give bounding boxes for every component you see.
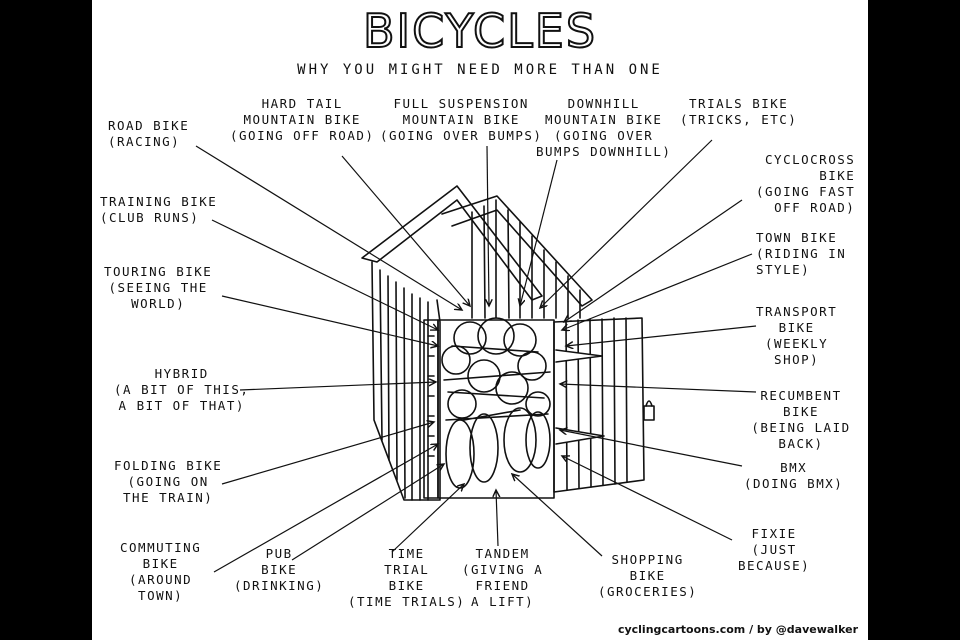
label-transport: TRANSPORT BIKE(WEEKLY SHOP)	[756, 304, 837, 368]
leader-folding	[221, 422, 434, 485]
label-fixie-desc: (JUST BECAUSE)	[738, 542, 811, 573]
label-downhill: DOWNHILL MOUNTAIN BIKE(GOING OVER BUMPS …	[536, 96, 671, 160]
leader-shopping	[512, 474, 603, 557]
label-road-bike: ROAD BIKE(RACING)	[108, 118, 189, 150]
label-tandem-desc: (GIVING A FRIEND A LIFT)	[462, 562, 544, 609]
leader-transport	[566, 325, 757, 346]
leader-tandem	[496, 490, 498, 547]
label-hard-tail-desc: (GOING OFF ROAD)	[230, 128, 375, 143]
label-downhill-name: DOWNHILL MOUNTAIN BIKE	[545, 96, 663, 127]
label-trials-name: TRIALS BIKE	[689, 96, 789, 111]
label-recumbent-name: RECUMBENT BIKE	[760, 388, 842, 419]
shed-door-left	[423, 319, 439, 499]
shed-illustration	[195, 139, 757, 573]
label-pub-name: PUB BIKE	[261, 546, 298, 577]
leader-cyclocross	[564, 199, 743, 322]
label-shopping-name: SHOPPING BIKE	[611, 552, 684, 583]
label-touring-desc: (SEEING THE WORLD)	[108, 280, 208, 311]
leader-training	[211, 219, 438, 330]
label-hard-tail: HARD TAIL MOUNTAIN BIKE(GOING OFF ROAD)	[230, 96, 374, 144]
label-transport-desc: (WEEKLY SHOP)	[765, 336, 829, 367]
shed-side-wall	[371, 261, 441, 501]
leader-town	[562, 253, 753, 330]
label-pub-desc: (DRINKING)	[234, 578, 325, 593]
leader-full-suspension	[487, 145, 489, 306]
label-time-trial-desc: (TIME TRIALS)	[348, 594, 466, 609]
leader-recumbent	[560, 384, 757, 393]
label-bmx-name: BMX	[780, 460, 808, 475]
shed-roof-right	[441, 195, 593, 307]
label-trials-desc: (TRICKS, ETC)	[680, 112, 798, 127]
label-fixie-name: FIXIE	[751, 526, 797, 541]
leader-downhill	[520, 159, 558, 306]
page-subtitle: WHY YOU MIGHT NEED MORE THAN ONE	[297, 62, 663, 78]
label-folding-name: FOLDING BIKE	[114, 458, 223, 473]
label-trials: TRIALS BIKE(TRICKS, ETC)	[680, 96, 797, 128]
label-commuting: COMMUTING BIKE(AROUND TOWN)	[120, 540, 201, 604]
label-recumbent: RECUMBENT BIKE(BEING LAID BACK)	[734, 388, 868, 452]
shed-roof-left	[361, 185, 543, 301]
label-full-suspension-name: FULL SUSPENSION MOUNTAIN BIKE	[393, 96, 529, 127]
leader-time-trial	[391, 484, 464, 553]
label-downhill-desc: (GOING OVER BUMPS DOWNHILL)	[536, 128, 672, 159]
leader-hybrid	[239, 382, 436, 391]
leader-trials	[540, 139, 713, 308]
label-commuting-name: COMMUTING BIKE	[120, 540, 202, 571]
page-title: BICYCLES	[362, 3, 598, 59]
label-recumbent-desc: (BEING LAID BACK)	[751, 420, 851, 451]
label-hybrid: HYBRID(A BIT OF THIS, A BIT OF THAT)	[114, 366, 249, 414]
shed-door-right	[553, 317, 645, 493]
label-cyclocross-desc: (GOING FAST OFF ROAD)	[756, 184, 856, 215]
bike-pile	[441, 317, 551, 489]
credit-line: cyclingcartoons.com / by @davewalker	[617, 623, 858, 636]
leader-touring	[221, 295, 438, 346]
label-touring: TOURING BIKE(SEEING THE WORLD)	[104, 264, 212, 312]
label-cyclocross: CYCLOCROSS BIKE(GOING FAST OFF ROAD)	[756, 152, 855, 216]
label-full-suspension-desc: (GOING OVER BUMPS)	[380, 128, 543, 143]
label-bmx: BMX(DOING BMX)	[744, 460, 843, 492]
label-tandem-name: TANDEM	[475, 546, 530, 561]
leader-hard-tail	[341, 155, 470, 306]
label-town-desc: (RIDING IN STYLE)	[756, 246, 847, 277]
label-fixie: FIXIE(JUST BECAUSE)	[738, 526, 810, 574]
leader-bmx	[560, 430, 743, 467]
label-hybrid-desc: (A BIT OF THIS, A BIT OF THAT)	[114, 382, 250, 413]
label-road-bike-name: ROAD BIKE	[108, 118, 190, 133]
label-town-name: TOWN BIKE	[756, 230, 838, 245]
label-full-suspension: FULL SUSPENSION MOUNTAIN BIKE(GOING OVER…	[380, 96, 542, 144]
label-training-desc: (CLUB RUNS)	[100, 210, 200, 225]
padlock	[643, 405, 655, 421]
label-time-trial-name: TIME TRIAL BIKE	[384, 546, 430, 593]
label-shopping-desc: (GROCERIES)	[598, 584, 698, 599]
cartoon-panel: BICYCLES WHY YOU MIGHT NEED MORE THAN ON…	[92, 0, 868, 640]
label-bmx-desc: (DOING BMX)	[744, 476, 844, 491]
label-time-trial: TIME TRIAL BIKE(TIME TRIALS)	[348, 546, 465, 610]
label-town: TOWN BIKE(RIDING IN STYLE)	[756, 230, 846, 278]
leader-road-bike	[195, 145, 462, 310]
label-commuting-desc: (AROUND TOWN)	[129, 572, 193, 603]
label-shopping: SHOPPING BIKE(GROCERIES)	[598, 552, 697, 600]
label-hard-tail-name: HARD TAIL MOUNTAIN BIKE	[243, 96, 361, 127]
label-folding: FOLDING BIKE(GOING ON THE TRAIN)	[114, 458, 222, 506]
label-tandem: TANDEM(GIVING A FRIEND A LIFT)	[462, 546, 543, 610]
leader-lines	[195, 139, 757, 573]
label-cyclocross-name: CYCLOCROSS BIKE	[765, 152, 856, 183]
label-training-name: TRAINING BIKE	[100, 194, 218, 209]
label-hybrid-name: HYBRID	[154, 366, 209, 381]
leader-commuting	[213, 444, 438, 573]
leader-fixie	[562, 456, 733, 541]
label-training: TRAINING BIKE(CLUB RUNS)	[100, 194, 217, 226]
label-road-bike-desc: (RACING)	[108, 134, 181, 149]
label-transport-name: TRANSPORT BIKE	[756, 304, 838, 335]
label-pub: PUB BIKE(DRINKING)	[234, 546, 324, 594]
label-folding-desc: (GOING ON THE TRAIN)	[123, 474, 214, 505]
label-touring-name: TOURING BIKE	[104, 264, 213, 279]
leader-pub	[291, 464, 444, 561]
